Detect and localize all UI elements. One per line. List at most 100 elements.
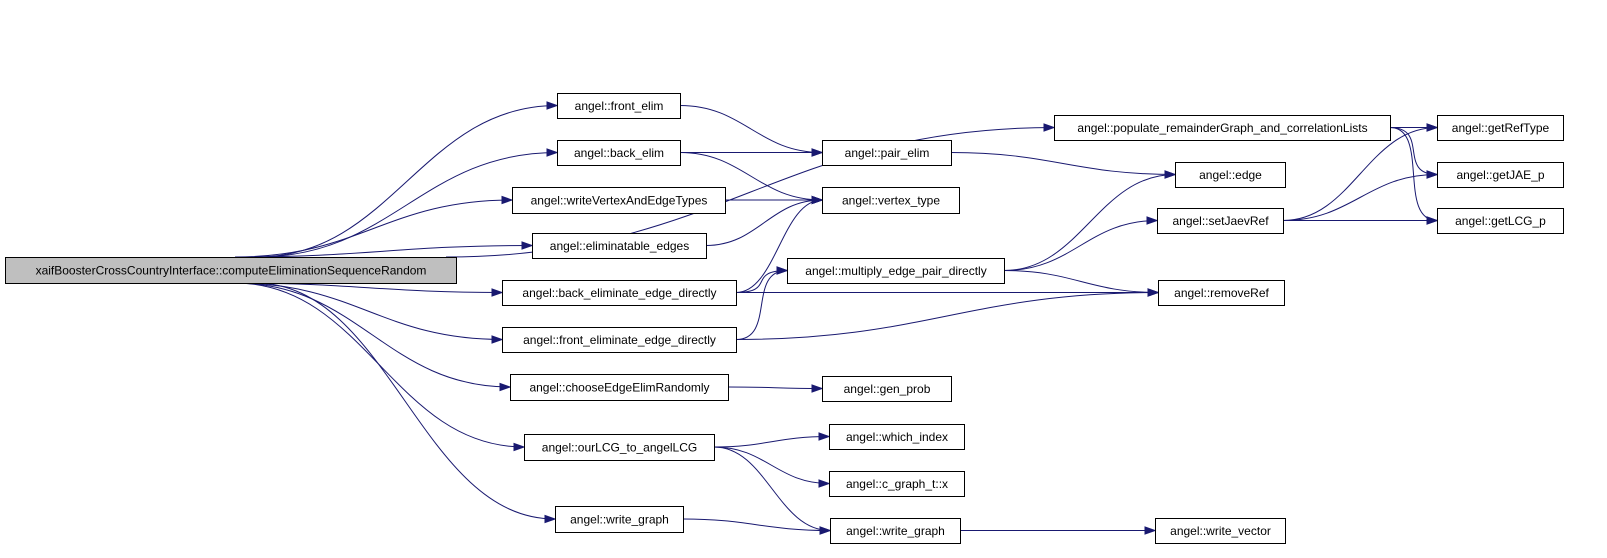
edge-back-eliminate-edge-directly-to-vertex-type [735,199,823,293]
node-front-elim[interactable]: angel::front_elim [557,93,681,119]
edge-root-to-writevertexandedgetypes [234,199,513,258]
arrowhead-back-elim [546,148,559,157]
node-label: angel::writeVertexAndEdgeTypes [531,194,708,208]
node-box [512,187,726,214]
edge-front-elim-to-pair-elim [679,105,823,153]
arrowhead-front-elim [546,101,559,110]
node-label: angel::getRefType [1452,121,1550,135]
node-label: angel::chooseEdgeElimRandomly [529,381,709,395]
arrowhead-eliminatable-edges [521,241,534,250]
edge-root-to-back-elim [256,152,558,258]
arrowhead-getreftype [1426,123,1439,132]
node-vertex-type[interactable]: angel::vertex_type [822,187,960,214]
node-box [502,327,737,353]
node-label: angel::vertex_type [842,194,940,208]
node-label: angel::gen_prob [844,382,931,396]
node-label: angel::front_eliminate_edge_directly [523,333,716,347]
edge-setjaevref-to-getreftype [1282,127,1438,221]
node-chooseedgeelimrandomly[interactable]: angel::chooseEdgeElimRandomly [510,374,729,401]
edge-multiply-edge-pair-directly-to-removeref [1003,270,1159,293]
arrowhead-getlcg-p [1426,216,1439,225]
arrowhead-multiply-edge-pair-directly [776,266,789,275]
arrowhead-removeref [1147,288,1160,297]
node-front-eliminate-edge-directly[interactable]: angel::front_eliminate_edge_directly [502,327,737,353]
node-write-graph-2[interactable]: angel::write_graph [830,518,961,544]
node-box [510,374,729,401]
edge-ourlcg-to-angellcg-to-c-graph-t-x [713,446,830,484]
node-box [1437,115,1564,141]
arrowhead-edge [1164,170,1177,179]
node-getreftype[interactable]: angel::getRefType [1437,115,1564,141]
node-box [829,424,965,450]
arrowhead-writevertexandedgetypes [501,195,514,205]
node-pair-elim[interactable]: angel::pair_elim [822,140,952,166]
node-label: angel::write_graph [570,513,669,527]
node-which-index[interactable]: angel::which_index [829,424,965,450]
node-root[interactable]: xaifBoosterCrossCountryInterface::comput… [5,257,457,284]
nodes-layer: xaifBoosterCrossCountryInterface::comput… [5,93,1564,544]
arrowhead-populate [1043,123,1056,132]
arrowhead-pair-elim [811,148,824,157]
arrowhead-write-graph-1 [544,514,557,524]
edge-setjaevref-to-getjae-p [1282,174,1438,221]
node-label: angel::getJAE_p [1456,168,1544,182]
node-label: angel::back_elim [574,146,664,160]
edge-pair-elim-to-edge [950,152,1176,175]
node-setjaevref[interactable]: angel::setJaevRef [1157,208,1284,234]
node-gen-prob[interactable]: angel::gen_prob [822,376,952,402]
node-getlcg-p[interactable]: angel::getLCG_p [1437,208,1564,234]
node-label: angel::back_eliminate_edge_directly [522,286,716,300]
arrowhead-front-eliminate-edge-directly [491,335,504,344]
arrowhead-write-graph-2 [819,526,832,535]
arrowhead-getjae-p [1426,170,1439,179]
node-multiply-edge-pair-directly[interactable]: angel::multiply_edge_pair_directly [787,258,1005,284]
node-edge[interactable]: angel::edge [1175,162,1286,188]
node-ourlcg-to-angellcg[interactable]: angel::ourLCG_to_angelLCG [524,434,715,461]
node-write-graph-1[interactable]: angel::write_graph [555,506,684,533]
arrowhead-setjaevref [1146,216,1159,225]
edge-populate-to-getlcg-p [1389,127,1438,221]
edge-back-elim-to-vertex-type [679,152,823,201]
node-box [830,518,961,544]
edges-layer [234,101,1439,535]
node-label: angel::multiply_edge_pair_directly [805,264,986,278]
arrowhead-ourlcg-to-angellcg [513,442,526,452]
node-box [1054,115,1391,141]
node-box [1155,518,1286,544]
node-box [1437,162,1564,188]
node-populate[interactable]: angel::populate_remainderGraph_and_corre… [1054,115,1391,141]
node-removeref[interactable]: angel::removeRef [1158,280,1285,306]
node-label: angel::removeRef [1174,286,1269,300]
edge-root-to-write-graph-1 [254,282,556,520]
node-label: angel::front_elim [575,99,664,113]
node-box [822,187,960,214]
edge-chooseedgeelimrandomly-to-gen-prob [727,386,823,389]
node-getjae-p[interactable]: angel::getJAE_p [1437,162,1564,188]
node-box [787,258,1005,284]
edge-ourlcg-to-angellcg-to-write-graph-2 [713,446,831,531]
edge-root-to-front-elim [256,105,558,258]
node-back-elim[interactable]: angel::back_elim [557,140,681,166]
node-label: angel::ourLCG_to_angelLCG [542,441,697,455]
node-label: angel::c_graph_t::x [846,477,948,491]
node-write-vector[interactable]: angel::write_vector [1155,518,1286,544]
node-label: angel::pair_elim [845,146,930,160]
node-eliminatable-edges[interactable]: angel::eliminatable_edges [532,233,707,259]
arrowhead-c-graph-t-x [818,479,831,488]
node-box [557,93,681,119]
arrowhead-write-vector [1144,526,1157,535]
node-box [822,376,952,402]
node-back-eliminate-edge-directly[interactable]: angel::back_eliminate_edge_directly [502,280,737,306]
node-label: angel::which_index [846,430,948,444]
edge-root-to-front-eliminate-edge-directly [234,282,503,340]
node-c-graph-t-x[interactable]: angel::c_graph_t::x [829,471,965,497]
arrowhead-chooseedgeelimrandomly [499,382,512,392]
node-box [555,506,684,533]
node-writevertexandedgetypes[interactable]: angel::writeVertexAndEdgeTypes [512,187,726,214]
edge-write-graph-1-to-write-graph-2 [682,518,831,531]
arrowhead-gen-prob [811,384,824,393]
node-box [1437,208,1564,234]
edge-front-eliminate-edge-directly-to-multiply-edge-pair-directly [735,270,788,340]
edge-multiply-edge-pair-directly-to-edge [1003,174,1176,271]
